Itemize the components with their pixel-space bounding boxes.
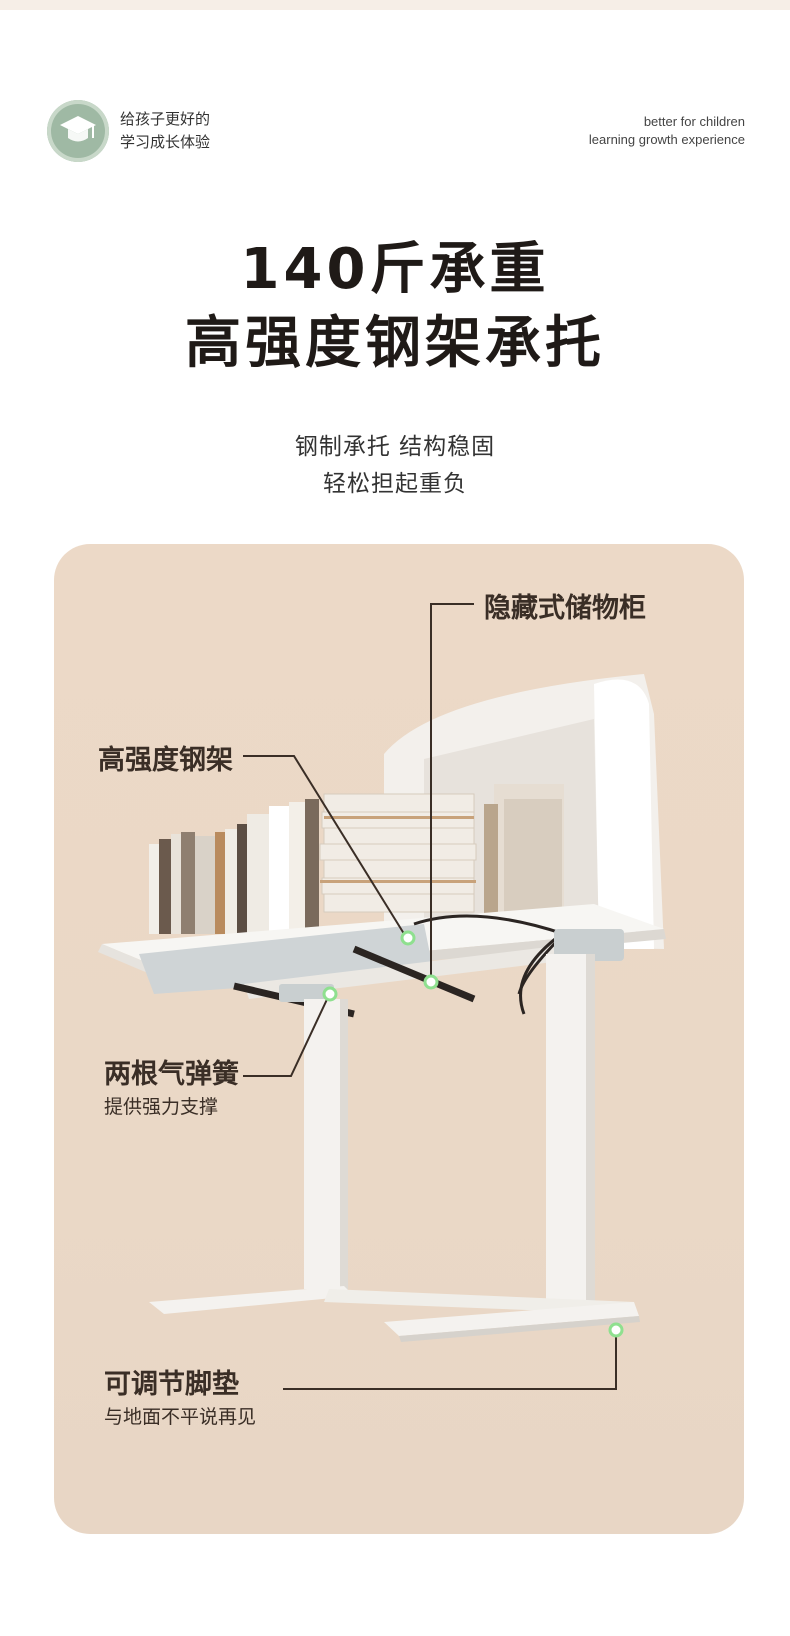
top-strip: [0, 0, 790, 10]
callout-feet-label: 可调节脚垫: [104, 1369, 239, 1400]
callout-gas-springs-desc: 提供强力支撑: [104, 1096, 219, 1118]
product-card: 隐藏式储物柜 高强度钢架 两根气弹簧 提供强力支撑 可调节脚垫 与地面不平说再见: [54, 544, 744, 1534]
slogan-en: better for children learning growth expe…: [589, 113, 745, 149]
slogan-en-line1: better for children: [643, 114, 745, 129]
subtitle-line1: 钢制承托 结构稳固: [294, 434, 496, 460]
callout-feet-desc: 与地面不平说再见: [104, 1406, 257, 1428]
title-line1: 140斤承重: [240, 237, 550, 302]
slogan-cn-line1: 给孩子更好的: [120, 110, 211, 128]
callout-storage-label: 隐藏式储物柜: [484, 593, 646, 624]
desk-illustration: [98, 603, 666, 1390]
brand-logo: [47, 100, 109, 162]
slogan-en-line2: learning growth experience: [588, 132, 745, 147]
callout-gas-springs-label: 两根气弹簧: [104, 1059, 239, 1090]
slogan-cn-line2: 学习成长体验: [120, 133, 211, 151]
graduation-cap-icon: [60, 116, 96, 142]
subtitle-line2: 轻松担起重负: [323, 471, 467, 497]
slogan-cn: 给孩子更好的 学习成长体验: [120, 108, 210, 154]
title-line2: 高强度钢架承托: [185, 311, 605, 376]
callout-steel-frame-label: 高强度钢架: [98, 745, 233, 776]
